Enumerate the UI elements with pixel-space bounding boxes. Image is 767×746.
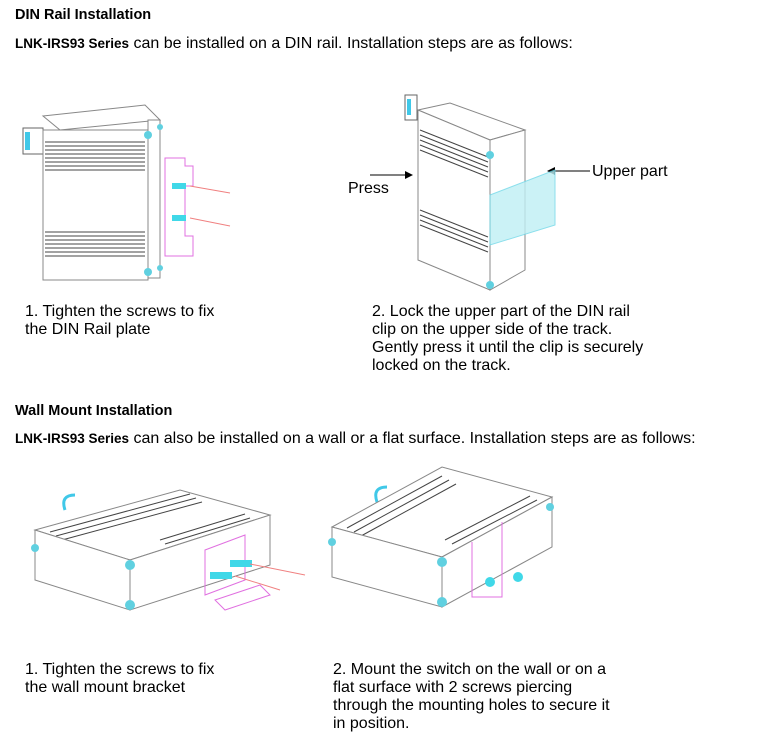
label-press: Press (348, 180, 389, 197)
label-upper-part: Upper part (592, 163, 668, 180)
intro-text: can be installed on a DIN rail. Installa… (129, 35, 573, 52)
din-step1-caption: 1. Tighten the screws to fix the DIN Rai… (25, 303, 215, 338)
intro-text: can also be installed on a wall or a fla… (129, 430, 696, 447)
series-name: LNK-IRS93 Series (15, 36, 130, 51)
din-step2-caption: 2. Lock the upper part of the DIN rail c… (372, 303, 644, 374)
din-step1-illustration (22, 104, 231, 281)
din-step2-illustration (370, 94, 590, 291)
wall-step2-illustration (328, 466, 554, 608)
wall-step1-illustration (31, 489, 306, 611)
wall-step2-caption: 2. Mount the switch on the wall or on a … (333, 661, 610, 732)
din-heading: DIN Rail Installation (15, 7, 152, 23)
wall-heading: Wall Mount Installation (15, 403, 173, 419)
din-intro: LNK-IRS93 Series can be installed on a D… (15, 35, 573, 53)
wall-intro: LNK-IRS93 Series can also be installed o… (15, 430, 696, 448)
wall-step1-caption: 1. Tighten the screws to fix the wall mo… (25, 661, 215, 696)
series-name: LNK-IRS93 Series (15, 431, 130, 446)
